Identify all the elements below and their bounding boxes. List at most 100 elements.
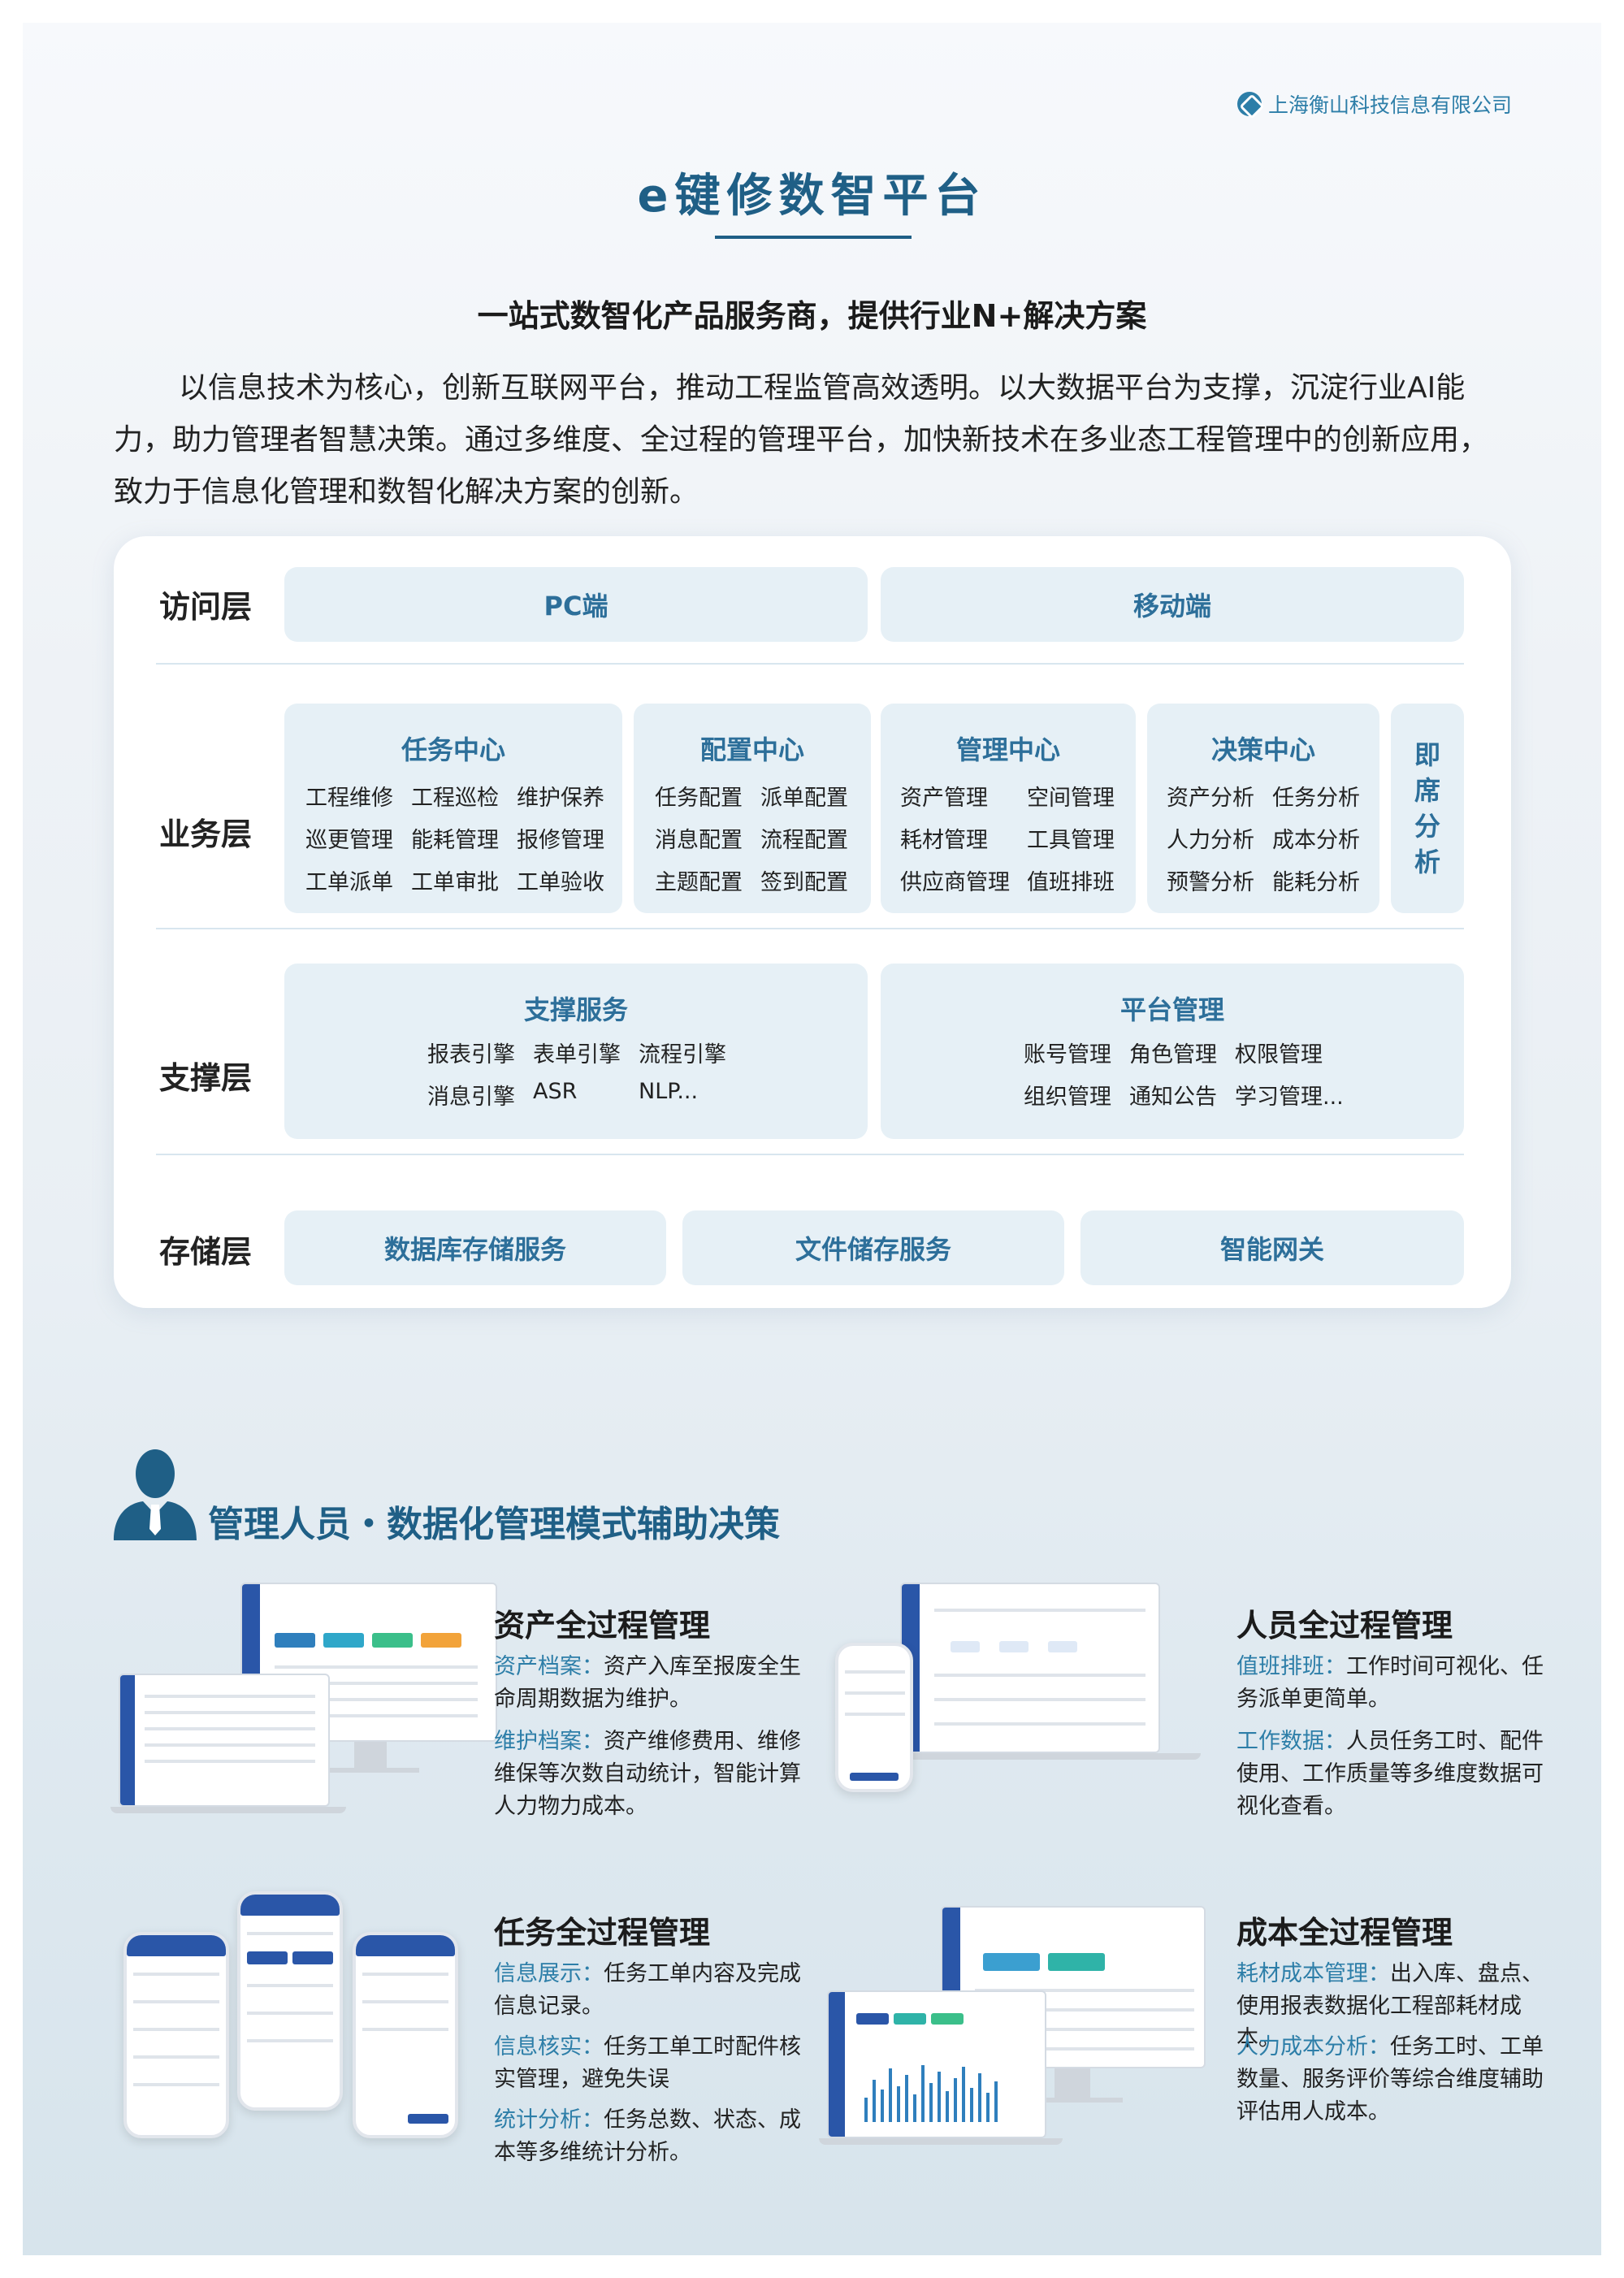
group-item: 成本分析 <box>1272 828 1360 853</box>
group-item: 流程引擎 <box>639 1042 726 1068</box>
feature-text: 统计分析：任务总数、状态、成本等多维统计分析。 <box>494 2104 803 2169</box>
group-title: 支撑服务 <box>523 994 628 1025</box>
group-item: 主题配置 <box>655 870 743 895</box>
vertical-char: 分 <box>1414 811 1440 842</box>
asset-device-mockup <box>110 1583 500 1826</box>
storage-database: 数据库存储服务 <box>284 1210 666 1285</box>
group-item: 预警分析 <box>1167 870 1254 895</box>
access-pc: PC端 <box>284 567 868 642</box>
layer-label-business: 业务层 <box>159 816 253 852</box>
group-item: 工程维修 <box>305 786 393 811</box>
group-item: 账号管理 <box>1024 1042 1111 1068</box>
group-item: NLP... <box>639 1079 699 1104</box>
group-title: 管理中心 <box>955 734 1060 765</box>
feature-text: 信息核实：任务工单工时配件核实管理，避免失误 <box>494 2031 803 2096</box>
feature-key: 耗材成本管理： <box>1236 1961 1390 1986</box>
group-item: ASR <box>533 1079 578 1104</box>
phone-screen <box>835 1643 913 1792</box>
layer-label-access: 访问层 <box>159 589 253 625</box>
group-item: 能耗管理 <box>411 828 499 853</box>
feature-text: 人力成本分析：任务工时、工单数量、服务评价等综合维度辅助评估用人成本。 <box>1236 2031 1545 2129</box>
layer-divider <box>156 663 1464 665</box>
storage-gateway: 智能网关 <box>1081 1210 1464 1285</box>
group-item: 空间管理 <box>1027 786 1115 811</box>
feature-desc: 资产入库至报废全生命周期数据为维护。 <box>494 1654 801 1712</box>
task-device-mockup <box>123 1891 489 2168</box>
feature-key: 信息展示： <box>494 1961 604 1986</box>
page-title: e键修数智平台 <box>637 170 987 223</box>
cost-device-mockup <box>819 1906 1209 2166</box>
group-support-services: 支撑服务 报表引擎 表单引擎 流程引擎 消息引擎 ASR NLP... <box>284 964 868 1139</box>
manager-person-icon <box>114 1449 197 1540</box>
vertical-char: 席 <box>1414 775 1440 806</box>
company-logo-icon <box>1236 92 1262 116</box>
feature-key: 人力成本分析： <box>1236 2034 1390 2059</box>
feature-text: 维护档案：资产维修费用、维修维保等次数自动统计，智能计算人力物力成本。 <box>494 1726 803 1823</box>
group-config-center: 配置中心 任务配置 派单配置 消息配置 流程配置 主题配置 签到配置 <box>634 704 871 913</box>
group-item: 权限管理 <box>1235 1042 1323 1068</box>
group-item: 任务配置 <box>655 786 743 811</box>
feature-desc: 人员任务工时、配件使用、工作质量等多维度数据可视化查看。 <box>1236 1729 1544 1819</box>
group-item: 表单引擎 <box>533 1042 621 1068</box>
group-item: 供应商管理 <box>900 870 1010 895</box>
phone-screen <box>237 1891 343 2111</box>
feature-desc: 出入库、盘点、使用报表数据化工程部耗材成本。 <box>1236 1961 1544 2051</box>
feature-desc: 资产维修费用、维修维保等次数自动统计，智能计算人力物力成本。 <box>494 1729 801 1819</box>
laptop-screen <box>827 1990 1046 2138</box>
group-item: 值班排班 <box>1027 870 1115 895</box>
mini-bar-chart <box>861 2057 1024 2122</box>
feature-key: 信息核实： <box>494 2034 604 2059</box>
feature-desc: 任务总数、状态、成本等多维统计分析。 <box>494 2107 801 2165</box>
group-item: 工具管理 <box>1027 828 1115 853</box>
feature-desc: 任务工单内容及完成信息记录。 <box>494 1961 801 2019</box>
group-item: 工单验收 <box>517 870 604 895</box>
group-item: 资产管理 <box>900 786 988 811</box>
group-item: 报修管理 <box>517 828 604 853</box>
group-item: 人力分析 <box>1167 828 1254 853</box>
group-item: 能耗分析 <box>1272 870 1360 895</box>
manager-section-title: 管理人员・数据化管理模式辅助决策 <box>208 1504 780 1545</box>
feature-text: 信息展示：任务工单内容及完成信息记录。 <box>494 1958 803 2023</box>
group-title: 配置中心 <box>699 734 804 765</box>
group-item: 流程配置 <box>760 828 848 853</box>
company-brand: 上海衡山科技信息有限公司 <box>1236 89 1512 119</box>
feature-key: 工作数据： <box>1236 1729 1346 1754</box>
staff-device-mockup <box>835 1583 1217 1826</box>
feature-title: 任务全过程管理 <box>494 1915 711 1951</box>
group-item: 签到配置 <box>760 870 848 895</box>
group-item: 工程巡检 <box>411 786 499 811</box>
feature-key: 维护档案： <box>494 1729 604 1754</box>
group-item: 资产分析 <box>1167 786 1254 811</box>
page-subtitle: 一站式数智化产品服务商，提供行业N+解决方案 <box>477 298 1147 334</box>
feature-title: 资产全过程管理 <box>494 1608 711 1644</box>
group-item: 耗材管理 <box>900 828 988 853</box>
feature-title: 成本全过程管理 <box>1236 1915 1453 1951</box>
laptop-screen <box>119 1674 330 1807</box>
group-management-center: 管理中心 资产管理 空间管理 耗材管理 工具管理 供应商管理 值班排班 <box>881 704 1136 913</box>
feature-key: 值班排班： <box>1236 1654 1346 1679</box>
group-item: 工单审批 <box>411 870 499 895</box>
group-item: 派单配置 <box>760 786 848 811</box>
group-item: 工单派单 <box>305 870 393 895</box>
brochure-page: 上海衡山科技信息有限公司 e键修数智平台 一站式数智化产品服务商，提供行业N+解… <box>23 23 1601 2255</box>
group-item: 通知公告 <box>1129 1085 1217 1110</box>
feature-text: 资产档案：资产入库至报废全生命周期数据为维护。 <box>494 1651 803 1716</box>
feature-title: 人员全过程管理 <box>1236 1608 1453 1644</box>
vertical-char: 即 <box>1414 739 1440 770</box>
group-decision-center: 决策中心 资产分析 任务分析 人力分析 成本分析 预警分析 能耗分析 <box>1147 704 1379 913</box>
group-item: 组织管理 <box>1024 1085 1111 1110</box>
access-mobile: 移动端 <box>881 567 1464 642</box>
group-item: 消息引擎 <box>427 1085 515 1110</box>
phone-screen <box>353 1932 458 2138</box>
group-item: 维护保养 <box>517 786 604 811</box>
intro-paragraph: 以信息技术为核心，创新互联网平台，推动工程监管高效透明。以大数据平台为支撑，沉淀… <box>114 371 1489 509</box>
realtime-analysis-block: 即 席 分 析 <box>1391 704 1464 913</box>
feature-text: 工作数据：人员任务工时、配件使用、工作质量等多维度数据可视化查看。 <box>1236 1726 1545 1823</box>
title-underline <box>715 236 912 239</box>
group-title: 平台管理 <box>1119 994 1224 1025</box>
feature-key: 统计分析： <box>494 2107 604 2133</box>
group-item: 巡更管理 <box>305 828 393 853</box>
storage-file: 文件储存服务 <box>682 1210 1064 1285</box>
feature-desc: 任务工单工时配件核实管理，避免失误 <box>494 2034 801 2092</box>
group-item: 学习管理... <box>1235 1085 1344 1110</box>
